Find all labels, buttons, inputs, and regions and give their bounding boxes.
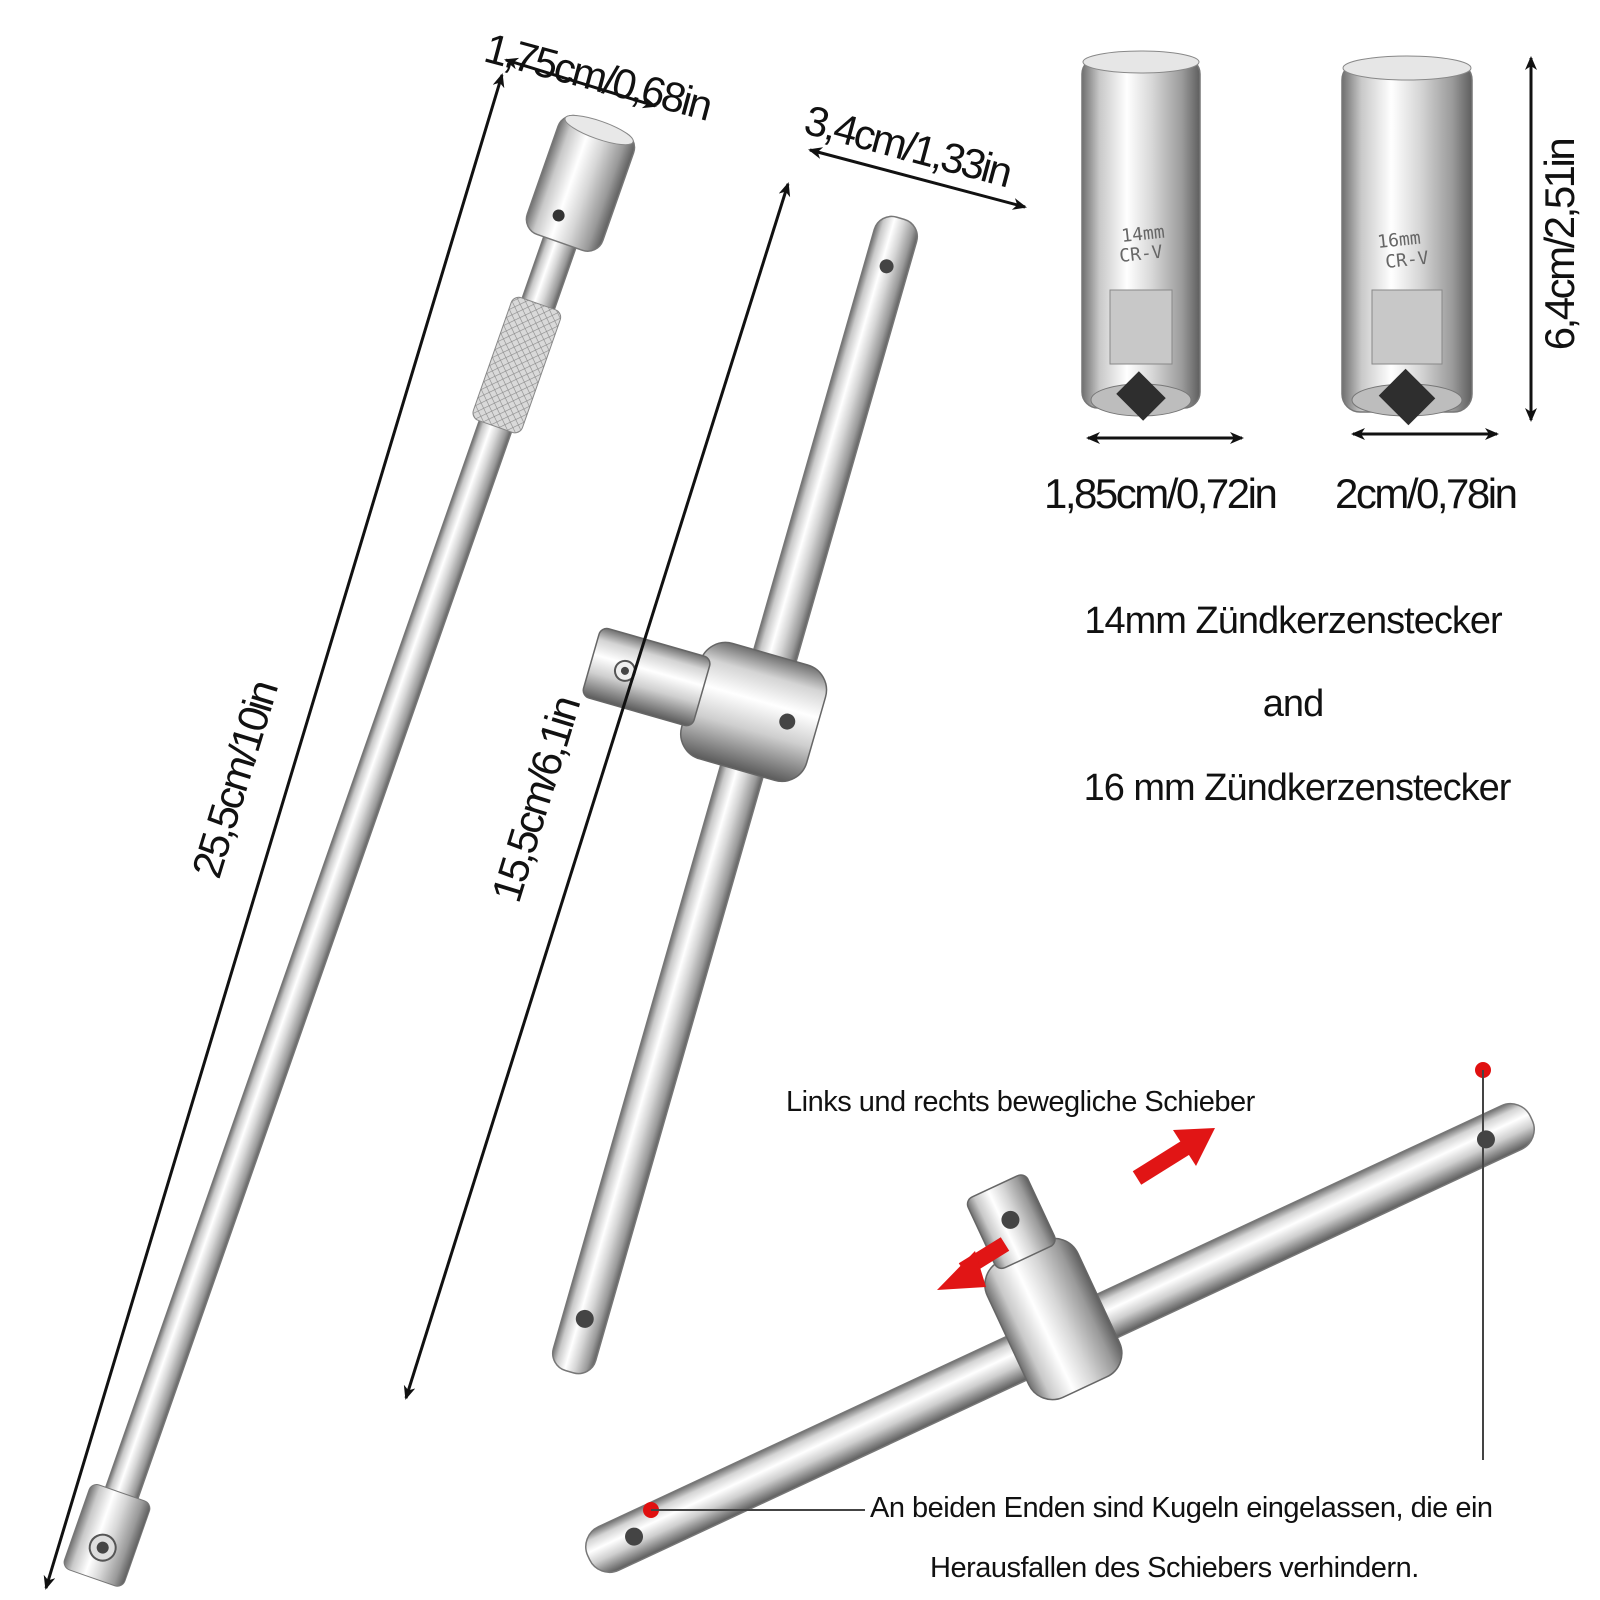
caption-line-2: and [1262, 683, 1324, 725]
socket16-width-label: 2cm/0,78in [1335, 470, 1518, 517]
red-arrow-right-icon [1132, 1128, 1215, 1185]
caption-line-3: 16 mm Zündkerzenstecker [1083, 767, 1512, 809]
balls-note-line-2: Herausfallen des Schiebers verhindern. [930, 1552, 1419, 1584]
socket14-size-engraving: 14mm [1120, 222, 1165, 247]
caption-line-1: 14mm Zündkerzenstecker [1084, 600, 1502, 642]
dimension-arrow-icon [808, 147, 1027, 210]
red-dot-icon [643, 1502, 865, 1518]
red-dot-icon [1475, 1062, 1491, 1460]
socket14-width-label: 1,85cm/0,72in [1044, 470, 1278, 517]
extension-bar [63, 114, 636, 1587]
socket-14mm [1081, 50, 1201, 421]
t-bar-handle [551, 215, 919, 1375]
sliding-t-bar [585, 1102, 1535, 1574]
slider-note: Links und rechts bewegliche Schieber [786, 1086, 1255, 1118]
dimension-arrow-icon [504, 57, 657, 109]
socket-16mm [1341, 55, 1473, 426]
socket-height-label: 6,4cm/2,51in [1536, 139, 1583, 351]
dimension-arrow-icon [43, 73, 505, 1590]
dimension-arrow-icon [403, 182, 791, 1400]
red-arrow-left-icon [937, 1237, 1010, 1290]
balls-note-line-1: An beiden Enden sind Kugeln eingelassen,… [870, 1492, 1493, 1524]
socket14-material-engraving: CR-V [1118, 242, 1163, 267]
socket16-size-engraving: 16mm [1376, 228, 1421, 253]
socket16-material-engraving: CR-V [1384, 248, 1429, 273]
